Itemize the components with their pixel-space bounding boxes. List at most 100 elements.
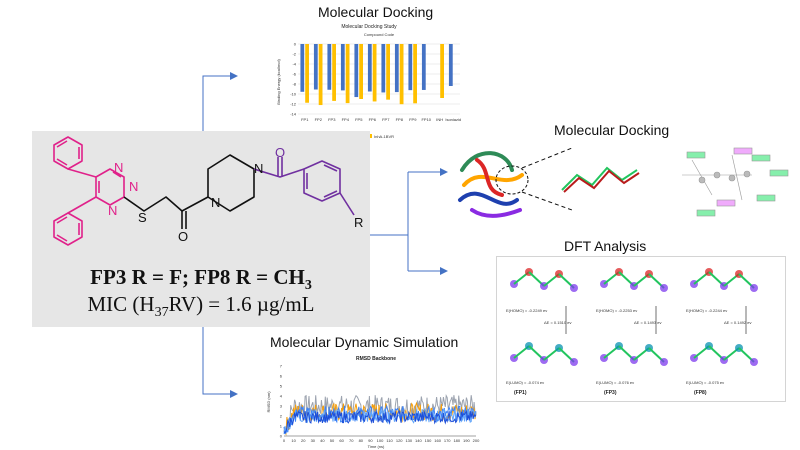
compound-panel: [32, 131, 370, 327]
dft-compound-label: (FP3): [604, 390, 617, 396]
atom-o1: O: [178, 229, 188, 244]
homo-energy-label: E(HOMO) = -0.2244 ev: [686, 308, 727, 313]
bar-dpre1-fp7: [381, 44, 386, 93]
x-tick-label: FP10: [421, 117, 431, 122]
orbital-lobe: [750, 284, 758, 292]
x-tick-label: FP1: [301, 117, 309, 122]
homo-energy-label: E(HOMO) = -0.2253 ev: [596, 308, 637, 313]
bar-inha-1bvr-fp7: [386, 44, 390, 100]
md-y-tick-label: 4: [280, 394, 283, 399]
md-y-tick-label: 6: [280, 374, 283, 379]
bar-dpre1-isoniazid: [448, 44, 453, 86]
protein-ribbon: [458, 151, 524, 218]
x-tick-label: Isoniazid: [445, 117, 461, 122]
md-x-tick-label: 90: [368, 438, 373, 443]
y-tick-label: -12: [290, 102, 297, 107]
orbital-lobe: [660, 358, 668, 366]
atom-n4: N: [211, 195, 220, 210]
docking-bar-chart: Molecular Docking Study Compound Code Bi…: [276, 24, 461, 139]
md-x-tick-label: 120: [396, 438, 403, 443]
bar-dpre1-fp10: [421, 44, 426, 90]
ligand-pose: [561, 166, 640, 193]
y-axis-title: Binding Energy (kcal/mol): [276, 59, 281, 105]
x-tick-label: INH: [436, 117, 443, 122]
bar-inha-1bvr-fp8: [399, 44, 404, 105]
y-tick-label: -8: [292, 82, 296, 87]
atom-n3: N: [108, 203, 117, 218]
benzoyl-carbonyl: [253, 168, 305, 178]
md-x-tick-label: 180: [453, 438, 460, 443]
md-x-tick-label: 80: [359, 438, 364, 443]
md-x-tick-label: 50: [330, 438, 335, 443]
md-chart-title: RMSD Backbone: [356, 356, 396, 362]
bar-inha-1bvr-fp5: [359, 44, 363, 99]
md-x-tick-label: 170: [444, 438, 451, 443]
bar-inha-1bvr-fp2: [318, 44, 323, 106]
bar-inha-1bvr-inh: [440, 44, 444, 98]
bar-dpre1-fp2: [313, 44, 318, 90]
x-tick-label: FP5: [355, 117, 363, 122]
arrow-to-docking-chart: [202, 72, 238, 131]
bar-marks: [300, 44, 453, 106]
dft-orbitals: E(HOMO) = -0.2249 ev ΔE = 0.1510 ev E(LUMO…: [506, 268, 758, 396]
docking-chart-title: Molecular Docking: [318, 4, 434, 20]
energy-gap-label: ΔE = 0.1493 ev: [634, 320, 661, 325]
compound-label-text: FP3 R = F; FP8 R = CH: [90, 265, 305, 289]
y-tick-label: -14: [290, 112, 297, 117]
md-y-tick-label: 5: [280, 384, 283, 389]
x-tick-label: FP3: [328, 117, 336, 122]
phenyl-ring-upper: [53, 136, 83, 170]
md-y-tick-label: 1: [280, 424, 283, 429]
docking-pose-title: Molecular Docking: [554, 122, 670, 138]
energy-gap-label: ΔE = 0.1492 ev: [724, 320, 751, 325]
dft-compound-label: (FP1): [514, 390, 527, 396]
dft-compound-label: (FP8): [694, 390, 707, 396]
chart-title: Molecular Docking Study: [341, 24, 397, 30]
y-tick-label: -10: [290, 92, 297, 97]
atom-r: R: [354, 215, 363, 230]
bar-dpre1-fp1: [300, 44, 305, 92]
bar-inha-1bvr-fp1: [305, 44, 309, 103]
arrow-to-md: [202, 327, 238, 398]
md-x-tick-label: 100: [377, 438, 384, 443]
benzoyl-ring: [303, 160, 341, 202]
bar-inha-1bvr-fp3: [332, 44, 336, 101]
md-y-axis-title: RMSD (nm): [266, 391, 271, 413]
bar-dpre1-fp3: [327, 44, 332, 90]
bar-inha-1bvr-fp6: [372, 44, 377, 102]
md-x-tick-label: 40: [320, 438, 325, 443]
compound-label-subscript: 3: [304, 278, 312, 294]
md-x-tick-label: 150: [425, 438, 432, 443]
atom-n2: N: [129, 179, 138, 194]
md-x-tick-label: 160: [434, 438, 441, 443]
md-x-tick-label: 0: [283, 438, 286, 443]
x-tick-label: FP7: [382, 117, 390, 122]
md-y-tick-label: 2: [280, 414, 283, 419]
mic-value: RV) = 1.6 µg/mL: [168, 292, 315, 316]
x-tick-label: FP6: [369, 117, 377, 122]
thioacetyl-linker: [123, 196, 209, 212]
binding-site-circle: [495, 165, 529, 195]
x-axis-title: Compound Code: [364, 32, 395, 37]
orbital-lobe: [750, 358, 758, 366]
lumo-energy-label: E(LUMO) = -0.075 ev: [686, 380, 724, 385]
orbital-lobe: [570, 358, 578, 366]
bar-dpre1-fp6: [367, 44, 372, 92]
phenyl-ring-lower: [53, 212, 83, 246]
y-gridlines: 0-2-4-6-8-10-12-14: [290, 42, 460, 117]
md-x-tick-label: 130: [405, 438, 412, 443]
compound-structure: N N N S O N N O R: [53, 136, 363, 246]
energy-gap-label: ΔE = 0.1510 ev: [544, 320, 571, 325]
dft-panel-frame: [496, 256, 786, 402]
md-x-tick-label: 70: [349, 438, 354, 443]
y-tick-label: -4: [292, 62, 296, 67]
md-y-tick-label: 7: [280, 364, 283, 369]
homo-energy-label: E(HOMO) = -0.2249 ev: [506, 308, 547, 313]
md-x-tick-label: 190: [463, 438, 470, 443]
bar-dpre1-fp4: [340, 44, 345, 91]
md-rmsd-series: [283, 394, 477, 436]
